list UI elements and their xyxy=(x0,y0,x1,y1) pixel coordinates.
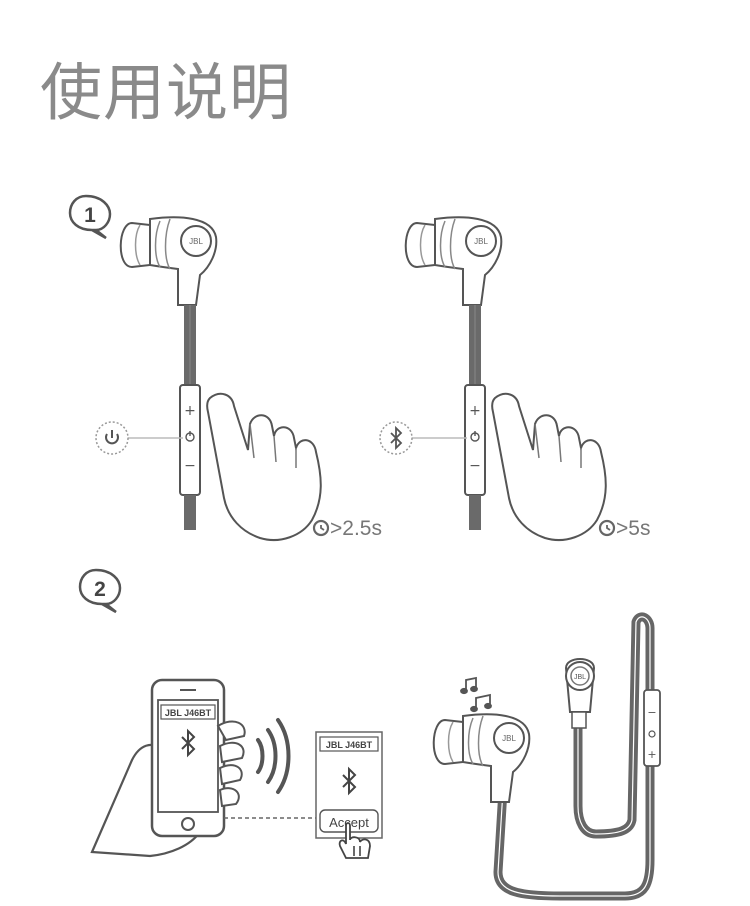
hold-duration-power: >2.5s xyxy=(330,517,382,540)
hand-icon xyxy=(206,392,322,541)
page-title: 使用说明 xyxy=(40,56,293,129)
music-notes-icon xyxy=(460,676,492,713)
svg-text:+: + xyxy=(647,748,656,761)
hold-timer-left: >2.5s xyxy=(312,517,382,541)
signal-waves-icon xyxy=(256,718,291,794)
bluetooth-icon xyxy=(379,421,413,455)
earphone-pairing-diagram xyxy=(379,216,607,541)
clock-icon xyxy=(312,519,330,537)
hold-timer-right: >5s xyxy=(598,517,650,541)
bluetooth-icon xyxy=(342,766,357,796)
phone-device-name: JBL J46BT xyxy=(165,708,212,718)
step-1-badge: 1 xyxy=(68,194,112,240)
dialog-device-name: JBL J46BT xyxy=(326,740,373,750)
bluetooth-icon xyxy=(181,728,196,758)
hand-icon xyxy=(491,392,607,541)
pairing-dialog: JBL J46BT Accept xyxy=(315,731,383,859)
step-2-badge: 2 xyxy=(78,568,122,614)
hold-duration-pairing: >5s xyxy=(616,517,651,540)
earphone-power-diagram xyxy=(95,216,322,541)
power-icon xyxy=(95,421,129,455)
earbud-side-view: JBL xyxy=(564,658,596,729)
svg-text:−: − xyxy=(647,706,656,719)
pointing-hand-icon xyxy=(338,822,371,859)
earbud-brand: JBL xyxy=(574,674,586,681)
step-2-number: 2 xyxy=(94,578,106,601)
clock-icon xyxy=(598,519,616,537)
phone-in-hand: JBL J46BT xyxy=(90,678,246,858)
wireless-earphones: − + JBL xyxy=(432,612,661,901)
step-1-number: 1 xyxy=(84,204,96,227)
